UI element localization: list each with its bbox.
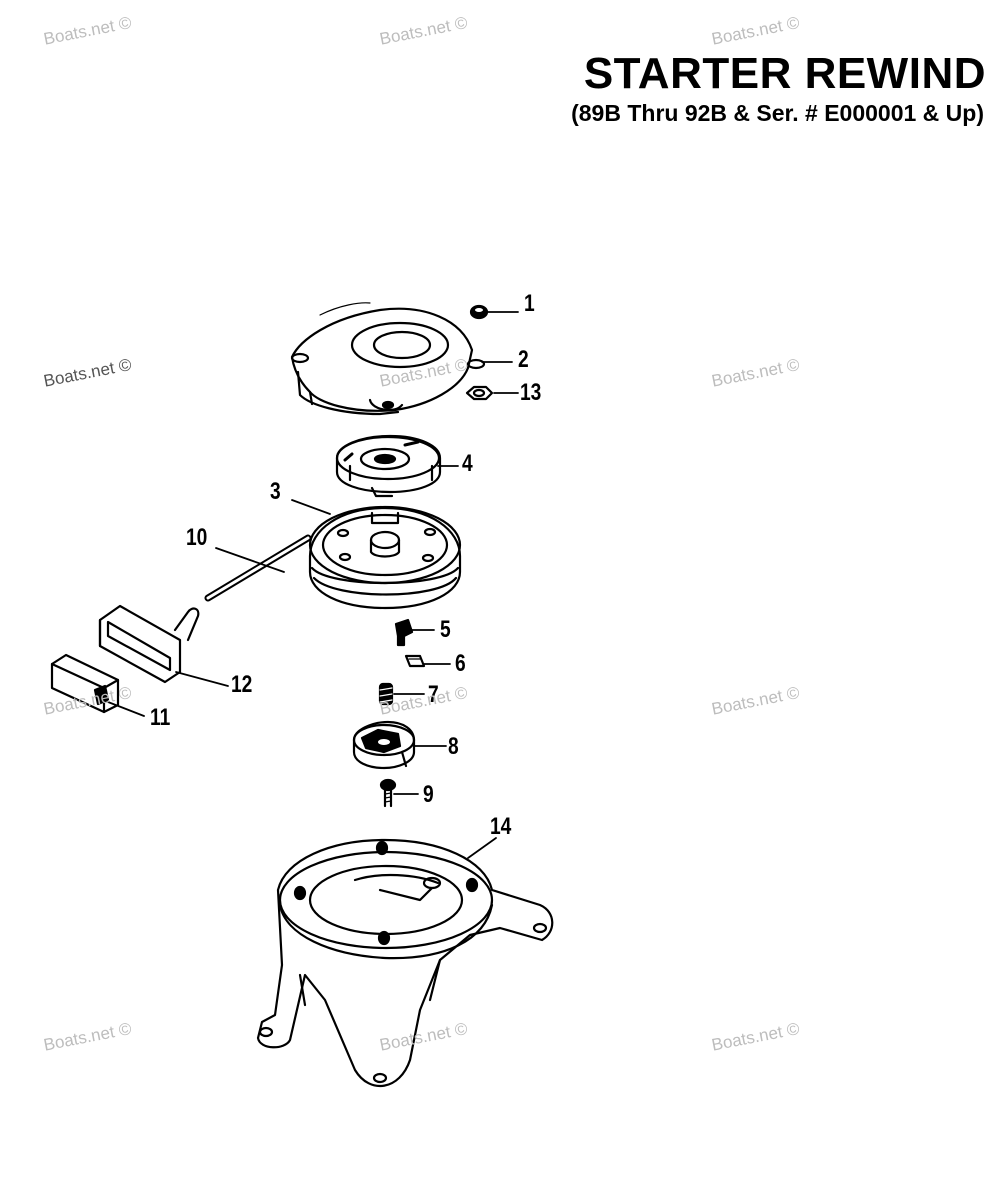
callout-13: 13 [520, 379, 542, 406]
callout-2: 2 [518, 346, 529, 373]
callout-8: 8 [448, 733, 459, 760]
part-12-starter-handle [98, 604, 200, 684]
part-14-starter-housing [256, 838, 554, 1088]
leader-12 [175, 671, 229, 687]
part-3-pulley [308, 505, 462, 610]
callout-1: 1 [524, 290, 535, 317]
part-9-screw [379, 778, 397, 808]
part-4-spring-retainer [335, 434, 442, 498]
part-7-spring [378, 682, 394, 706]
part-13-washer [465, 385, 494, 401]
leader-3 [291, 499, 331, 515]
leader-11 [107, 701, 145, 717]
leader-14 [467, 837, 497, 859]
part-10-starter-rope [204, 534, 312, 602]
callout-11: 11 [150, 704, 171, 731]
callout-7: 7 [428, 681, 439, 708]
part-8-cam [352, 720, 416, 770]
leader-lines [107, 311, 519, 859]
part-1-nut [469, 304, 489, 320]
callout-5: 5 [440, 616, 451, 643]
part-5-pawl [394, 618, 414, 647]
part-2-housing-cover [290, 302, 486, 416]
callout-6: 6 [455, 650, 466, 677]
callout-14: 14 [490, 813, 512, 840]
part-6-clip [404, 654, 426, 668]
callout-9: 9 [423, 781, 434, 808]
diagram-title: STARTER REWIND [583, 49, 986, 98]
callout-4: 4 [462, 450, 473, 477]
diagram-subtitle: (89B Thru 92B & Ser. # E000001 & Up) [571, 100, 984, 126]
callout-3: 3 [270, 478, 281, 505]
callout-10: 10 [186, 524, 208, 551]
leader-10 [215, 547, 285, 573]
callout-12: 12 [231, 671, 253, 698]
